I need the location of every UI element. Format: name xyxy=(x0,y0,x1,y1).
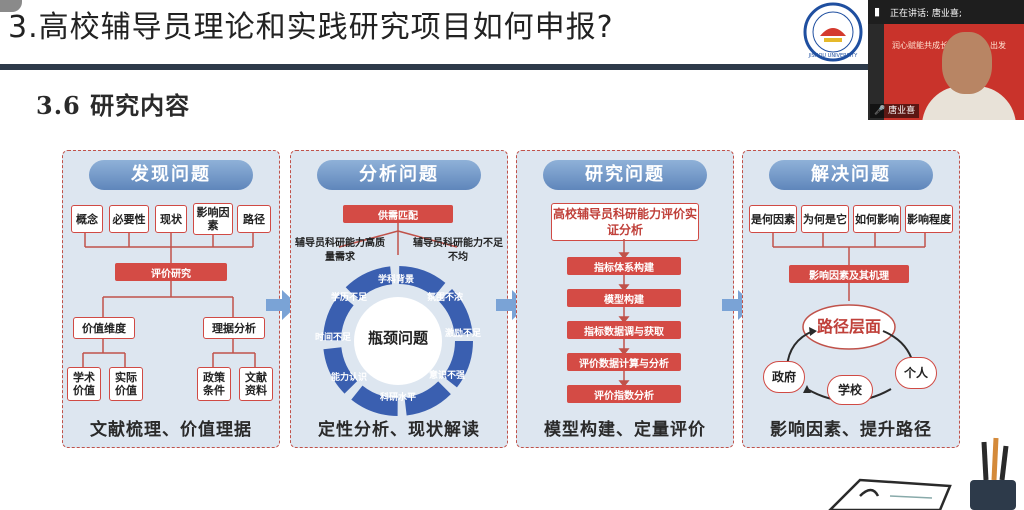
leaf-academic-value: 学术价值 xyxy=(67,367,101,401)
item-necessity: 必要性 xyxy=(109,205,149,233)
speaker-name-tag: 🎤 唐业喜 xyxy=(870,104,920,118)
supply-demand-match: 供需匹配 xyxy=(343,205,453,223)
leaf-literature: 文献资料 xyxy=(239,367,273,401)
leaf-practical-value: 实际价值 xyxy=(109,367,143,401)
item-status: 现状 xyxy=(155,205,187,233)
panel-header: 分析问题 xyxy=(317,160,481,190)
logo-text: JISHOU UNIVERSITY xyxy=(808,53,859,59)
value-dimension: 价值维度 xyxy=(73,317,135,339)
panel-discover: 发现问题 概念 必要性 现状 影响因素 路径 评价研究 价值维度 理据分析 学术… xyxy=(62,150,280,448)
connector-lines xyxy=(82,231,256,367)
slide-title: 3.高校辅导员理论和实践研究项目如何申报? xyxy=(8,10,614,45)
item-path: 路径 xyxy=(237,205,271,233)
panel-header: 研究问题 xyxy=(543,160,707,190)
item-concept: 概念 xyxy=(71,205,103,233)
ring-awareness: 意识不强 xyxy=(428,371,465,381)
video-sidebar xyxy=(868,24,884,120)
ring-atmosphere: 氛围不浓 xyxy=(426,293,463,303)
item-how-influence: 如何影响 xyxy=(853,205,901,233)
item-which-factors: 是何因素 xyxy=(749,205,797,233)
panel-footer: 定性分析、现状解读 xyxy=(318,420,480,440)
rationale-analysis: 理据分析 xyxy=(203,317,265,339)
speaking-indicator: 正在讲话: 唐业喜; xyxy=(890,9,962,19)
video-background-text: 润心赋能共成长 xyxy=(892,41,948,50)
speaker-icon: ▮ xyxy=(874,5,881,18)
panel-footer: 模型构建、定量评价 xyxy=(544,420,706,440)
path-level: 路径层面 xyxy=(816,317,881,336)
step-model-building: 模型构建 xyxy=(567,289,681,307)
recording-icon xyxy=(0,0,22,12)
demand-label: 辅导员科研能力高质量需求 xyxy=(295,238,385,263)
section-heading: 3.6 研究内容 xyxy=(36,91,191,120)
panel-header: 发现问题 xyxy=(89,160,253,190)
panel-footer: 影响因素、提升路径 xyxy=(770,420,932,440)
panel-header: 解决问题 xyxy=(769,160,933,190)
step-arrows xyxy=(618,239,630,388)
mic-icon: 🎤 xyxy=(874,106,886,116)
item-factors: 影响因素 xyxy=(193,203,233,235)
bottleneck-ring xyxy=(323,266,473,416)
item-why-it: 为何是它 xyxy=(801,205,849,233)
cycle-school: 学校 xyxy=(827,375,873,405)
panel-analyze: 分析问题 供需匹配 辅导员科研能力高质量需求 辅导员科研能力不足不均 瓶颈问题 … xyxy=(290,150,508,448)
item-influence-degree: 影响程度 xyxy=(905,205,953,233)
factors-mechanism: 影响因素及其机理 xyxy=(789,265,909,283)
cycle-individual: 个人 xyxy=(895,357,937,389)
cycle-government: 政府 xyxy=(763,361,805,393)
ring-discipline: 学科背景 xyxy=(377,275,414,285)
step-data-calculation: 评价数据计算与分析 xyxy=(567,353,681,371)
notebook-illustration xyxy=(828,478,952,510)
connector-lines xyxy=(338,223,458,255)
panel-footer: 文献梳理、价值理据 xyxy=(90,420,252,440)
panel-solve: 解决问题 是何因素 为何是它 如何影响 影响程度 影响因素及其机理 路径层面 政… xyxy=(742,150,960,448)
shortfall-label: 辅导员科研能力不足不均 xyxy=(413,238,503,263)
step-index-analysis: 评价指数分析 xyxy=(567,385,681,403)
panel-research: 研究问题 高校辅导员科研能力评价实证分析 指标体系构建 模型构建 指标数据调与获… xyxy=(516,150,734,448)
evaluation-research: 评价研究 xyxy=(115,263,227,281)
ring-time: 时间不足 xyxy=(314,333,351,343)
leaf-policy-conditions: 政策条件 xyxy=(197,367,231,401)
university-logo: JISHOU UNIVERSITY xyxy=(803,2,863,62)
ring-degree: 学历不足 xyxy=(330,293,367,303)
speaker-video[interactable]: ▮ 正在讲话: 唐业喜; 润心赋能共成长 出发 🎤 唐业喜 xyxy=(868,0,1024,120)
video-background-text-2: 出发 xyxy=(990,41,1006,50)
title-divider xyxy=(0,64,868,70)
bottleneck-title: 瓶颈问题 xyxy=(367,329,428,347)
empirical-analysis: 高校辅导员科研能力评价实证分析 xyxy=(551,203,699,241)
step-data-collection: 指标数据调与获取 xyxy=(567,321,681,339)
video-top-bar: ▮ 正在讲话: 唐业喜; xyxy=(868,0,1024,24)
ring-research-level: 科研水平 xyxy=(379,393,416,403)
speaker-face xyxy=(942,32,992,94)
ring-incentive: 激励不足 xyxy=(444,329,481,339)
pen-holder-illustration xyxy=(970,437,1016,510)
step-indicator-system: 指标体系构建 xyxy=(567,257,681,275)
ring-ability-awareness: 能力认识 xyxy=(330,373,367,383)
